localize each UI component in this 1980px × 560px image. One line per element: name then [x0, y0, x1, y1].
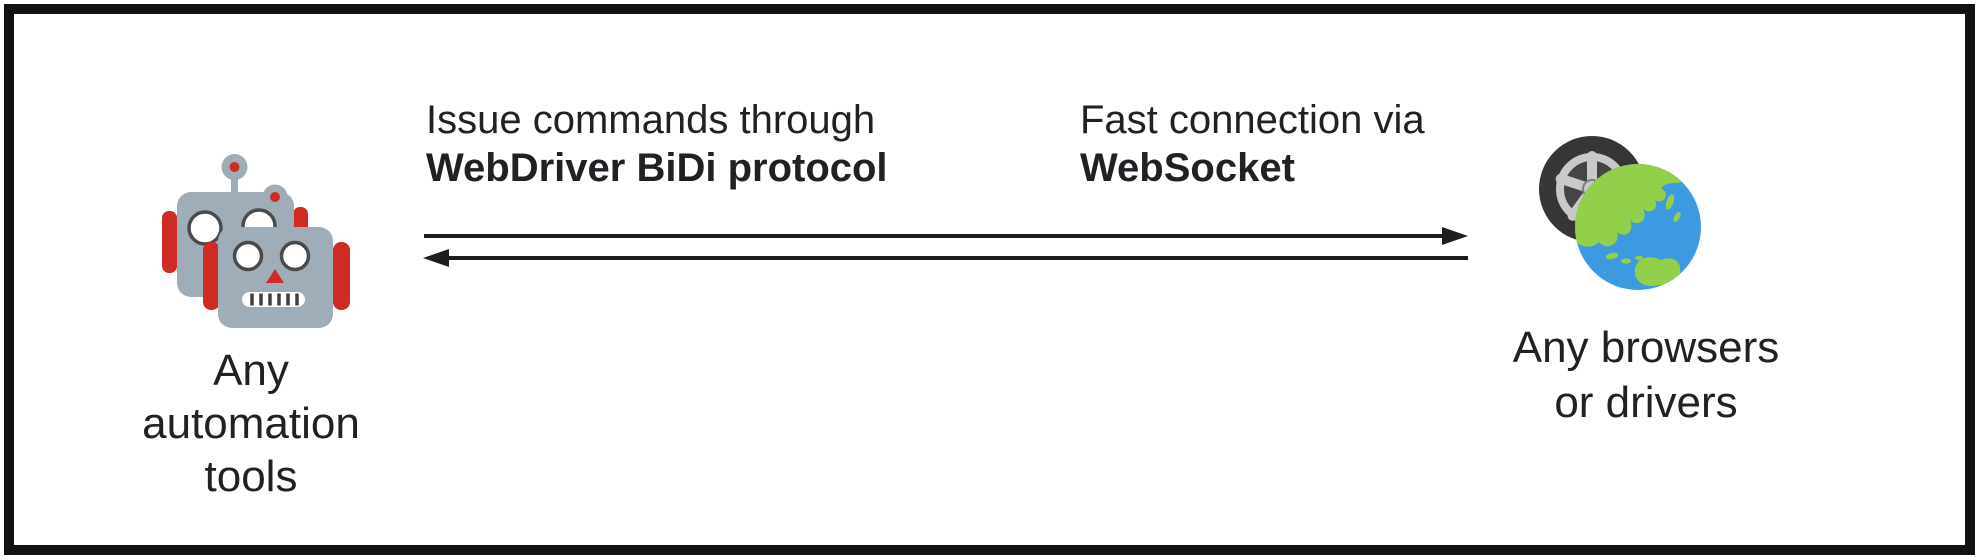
bidirectional-arrows: [423, 227, 1468, 267]
transport-label-line1: Fast connection via: [1080, 98, 1425, 142]
robot-front: [203, 184, 350, 328]
wheel-globe-icon: [1539, 136, 1701, 290]
transport-label-line2: WebSocket: [1080, 146, 1295, 190]
automation-tools-label: Any automation tools: [101, 344, 401, 503]
arrow-left: [423, 249, 1468, 267]
globe-icon: [1575, 164, 1701, 290]
automation-tools-label-line2: automation: [142, 399, 360, 448]
browsers-label: Any browsers or drivers: [1456, 320, 1836, 430]
command-protocol-label-line1: Issue commands through: [426, 98, 876, 142]
automation-tools-label-line1: Any: [213, 346, 289, 395]
transport-label: Fast connection via WebSocket: [1080, 96, 1425, 192]
browsers-label-line1: Any browsers: [1512, 323, 1780, 372]
robot-pair-icon: [162, 154, 350, 328]
browsers-label-line2: or drivers: [1554, 378, 1738, 427]
command-protocol-label: Issue commands through WebDriver BiDi pr…: [426, 96, 888, 192]
arrow-right: [424, 227, 1468, 245]
command-protocol-label-line2: WebDriver BiDi protocol: [426, 146, 888, 190]
automation-tools-label-line3: tools: [204, 452, 298, 501]
